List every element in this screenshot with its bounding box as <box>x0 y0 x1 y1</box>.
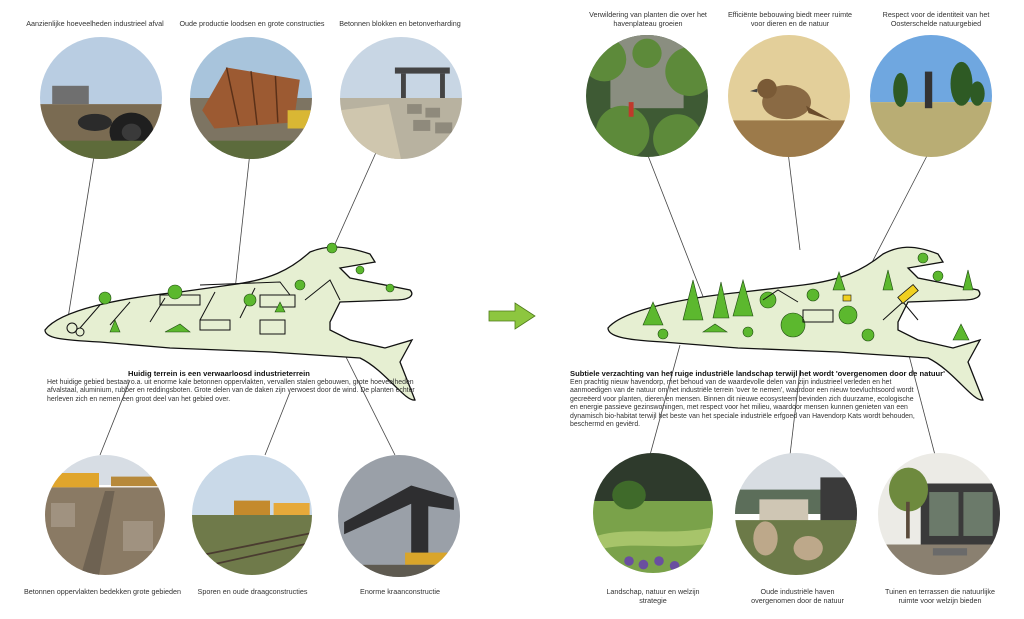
photo-old-sheds <box>190 37 312 159</box>
caption-oosterschelde: Respect voor de identiteit van het Ooste… <box>882 10 990 28</box>
sketch-future-site <box>607 246 984 401</box>
caption-harbor-overgrown: Oude industriële haven overgenomen door … <box>751 587 844 605</box>
caption-gardens-terraces: Tuinen en terrassen die natuurlijke ruim… <box>884 587 995 605</box>
connector-line <box>339 344 396 456</box>
sketch-current-site <box>44 242 416 401</box>
connector-line <box>99 379 131 456</box>
caption-crane: Enorme kraanconstructie <box>360 587 440 596</box>
heading-current-site: Huidig terrein is een verwaarloosd indus… <box>128 369 310 378</box>
photo-overgrown-plateau <box>586 35 708 157</box>
connector-line <box>789 369 801 456</box>
photo-concrete-blocks <box>340 37 462 159</box>
caption-old-production-sheds: Oude productie loodsen en grote construc… <box>179 19 325 28</box>
caption-concrete-blocks: Betonnen blokken en betonverharding <box>339 19 461 28</box>
connector-line <box>649 344 681 456</box>
connector-line <box>67 149 96 319</box>
caption-landscape-strategy: Landschap, natuur en welzijn strategie <box>606 587 700 605</box>
photo-industrial-waste <box>40 37 162 159</box>
arrow-right-icon <box>488 302 536 330</box>
heading-future-site: Subtiele verzachting van het ruige indus… <box>570 369 945 378</box>
photo-crane <box>338 455 460 577</box>
photo-tracks <box>192 455 312 575</box>
photo-garden-terrace <box>878 453 1000 575</box>
caption-wild-plants: Verwildering van planten die over het ha… <box>589 10 707 28</box>
photo-nature-area <box>870 35 992 157</box>
paragraph-future-site: Een prachtig nieuw havendorp, met behoud… <box>570 379 915 429</box>
connector-line <box>904 339 936 456</box>
connector-line <box>264 391 291 456</box>
photo-concrete-surfaces <box>45 455 165 575</box>
photo-harbor-nature <box>735 453 857 575</box>
photo-landscape <box>593 453 713 573</box>
connector-line <box>234 151 251 291</box>
connector-line <box>787 151 801 251</box>
photo-bird <box>728 35 850 157</box>
caption-efficient-building: Efficiënte bebouwing biedt meer ruimte v… <box>727 10 853 28</box>
caption-industrial-waste: Aanzienlijke hoeveelheden industrieel af… <box>26 19 164 28</box>
caption-tracks: Sporen en oude draagconstructies <box>197 587 308 596</box>
paragraph-current-site: Het huidige gebied bestaat o.a. uit enor… <box>47 379 415 403</box>
caption-concrete-surfaces: Betonnen oppervlakten bedekken grote geb… <box>23 587 182 596</box>
